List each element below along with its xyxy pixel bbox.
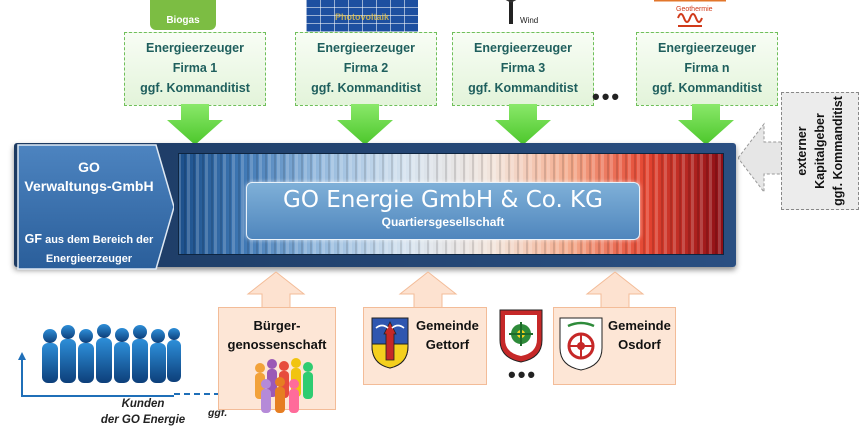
gettorf-line1: Gemeinde — [416, 318, 479, 333]
gf-abbrev: GF — [24, 232, 43, 246]
gf-line2: Energieerzeuger — [45, 253, 133, 265]
municipality-coat-of-arms-icon — [499, 309, 543, 363]
green-down-arrow-3 — [495, 104, 551, 145]
company-title-box: GO Energie GmbH & Co. KG Quartiersgesell… — [246, 182, 640, 240]
producer-2-line3: ggf. Kommanditist — [311, 81, 421, 95]
cooperative-line2: genossenschaft — [227, 337, 327, 352]
company-name: GO Energie GmbH & Co. KG — [283, 187, 603, 213]
gettorf-text: Gemeinde Gettorf — [416, 316, 479, 354]
producer-1-line2: Firma 1 — [172, 61, 218, 75]
producer-n-line1: Energieerzeuger — [658, 41, 756, 55]
ggf-label: ggf. — [208, 407, 228, 419]
green-down-arrow-n — [678, 104, 734, 145]
producer-n-line3: ggf. Kommanditist — [652, 81, 762, 95]
customers-label: Kunden der GO Energie — [78, 396, 208, 428]
peach-up-arrow-3 — [585, 271, 645, 314]
customers-line1: Kunden — [121, 398, 165, 410]
producer-2-line2: Firma 2 — [343, 61, 389, 75]
external-line3: ggf. Kommanditist — [831, 96, 845, 206]
solar-panel-icon: Photovoltaik — [306, 0, 418, 32]
wind-turbine-icon: Wind — [486, 0, 539, 32]
producer-box-n: Energieerzeuger Firma n ggf. Kommanditis… — [636, 32, 778, 106]
solar-icon-label: Photovoltaik — [334, 12, 389, 22]
municipality-box-gettorf: Gemeinde Gettorf — [363, 307, 487, 385]
producer-2-line1: Energieerzeuger — [317, 41, 415, 55]
management-line1: GO — [78, 159, 100, 175]
green-down-arrow-2 — [337, 104, 393, 145]
producer-box-3: Energieerzeuger Firma 3 ggf. Kommanditis… — [452, 32, 594, 106]
cooperative-people-icon — [255, 358, 313, 413]
geothermal-icon: Geothermie — [650, 0, 730, 36]
biogas-icon: Biogas — [150, 0, 216, 30]
gettorf-coat-of-arms-icon — [371, 317, 409, 369]
customers-line2: der GO Energie — [100, 414, 186, 426]
external-line2: Kapitalgeber — [813, 113, 827, 189]
gf-description: aus dem Bereich der — [42, 234, 154, 246]
biogas-icon-label: Biogas — [166, 15, 200, 26]
cooperative-line1: Bürger- — [253, 318, 301, 333]
management-company-shape — [17, 144, 174, 270]
company-subtitle: Quartiersgesellschaft — [381, 215, 505, 229]
osdorf-text: Gemeinde Osdorf — [608, 316, 671, 354]
producer-1-line1: Energieerzeuger — [146, 41, 244, 55]
green-down-arrow-1 — [167, 104, 223, 145]
management-gf-text: GF aus dem Bereich der Energieerzeuger — [14, 230, 164, 269]
producer-box-1: Energieerzeuger Firma 1 ggf. Kommanditis… — [124, 32, 266, 106]
municipality-ellipsis: ••• — [508, 362, 538, 387]
geothermal-graphic — [654, 0, 726, 27]
external-investor-box: externer Kapitalgeber ggf. Kommanditist — [781, 92, 859, 210]
osdorf-line1: Gemeinde — [608, 318, 671, 333]
customers-crowd-icon — [18, 324, 181, 397]
osdorf-line2: Osdorf — [618, 337, 661, 352]
gettorf-line2: Gettorf — [425, 337, 470, 352]
wind-icon-label: Wind — [520, 16, 539, 25]
geothermal-icon-label: Geothermie — [676, 6, 713, 13]
municipality-box-osdorf: Gemeinde Osdorf — [553, 307, 676, 385]
producer-3-line2: Firma 3 — [500, 61, 546, 75]
peach-up-arrow-1 — [246, 271, 306, 314]
producer-ellipsis: ••• — [592, 84, 622, 109]
cooperative-text: Bürger- genossenschaft — [219, 316, 335, 354]
external-line1: externer — [795, 126, 809, 176]
producer-1-line3: ggf. Kommanditist — [140, 81, 250, 95]
producer-3-line3: ggf. Kommanditist — [468, 81, 578, 95]
peach-up-arrow-2 — [398, 271, 458, 314]
osdorf-coat-of-arms-icon — [559, 317, 603, 371]
grey-left-arrow — [738, 122, 788, 194]
producer-box-2: Energieerzeuger Firma 2 ggf. Kommanditis… — [295, 32, 437, 106]
producer-3-line1: Energieerzeuger — [474, 41, 572, 55]
management-company-title: GO Verwaltungs-GmbH — [14, 158, 164, 196]
management-line2: Verwaltungs-GmbH — [24, 178, 154, 194]
producer-n-line2: Firma n — [684, 61, 730, 75]
external-investor-text: externer Kapitalgeber ggf. Kommanditist — [793, 96, 847, 206]
wind-turbine-graphic — [505, 0, 517, 24]
